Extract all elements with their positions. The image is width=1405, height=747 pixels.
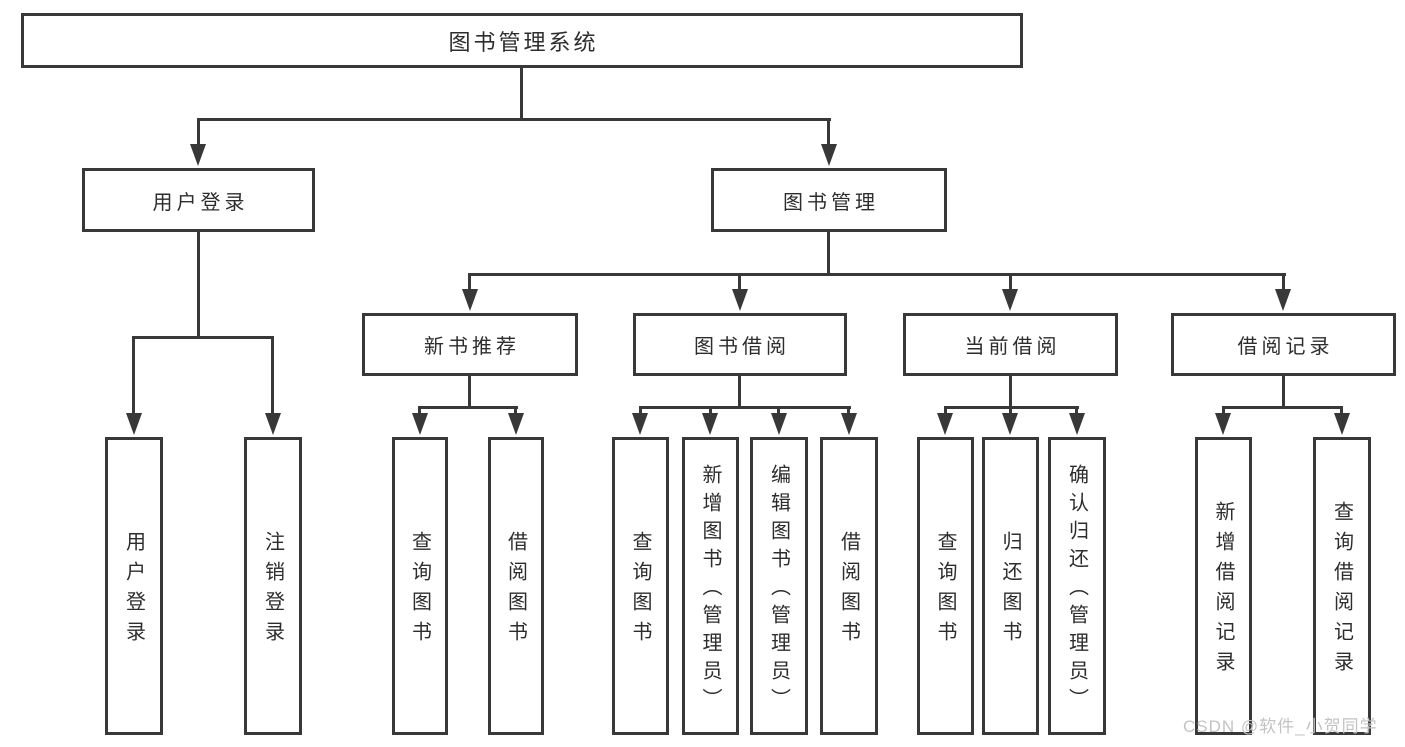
arrow-down-icon [1002,413,1018,435]
node-label: 图书管理 [783,191,879,214]
leaf-query-books-current: 查询图书 [917,437,974,735]
leaf-query-books-borrowing: 查询图书 [612,437,669,735]
arrow-down-icon [412,413,428,435]
connector-line [514,406,517,415]
connector-line [418,406,421,415]
node-label: 注销登录 [261,531,284,651]
connector-line [197,232,200,339]
arrow-down-icon [821,144,837,166]
arrow-down-icon [508,413,524,435]
node-book-borrowing: 图书借阅 [633,313,847,376]
connector-line [271,339,274,415]
leaf-query-borrow-record: 查询借阅记录 [1313,437,1371,735]
connector-line [132,339,135,415]
connector-line [520,68,523,121]
node-label: 当前借阅 [964,336,1061,358]
node-borrowing-records: 借阅记录 [1171,313,1396,376]
node-new-book-recommendation: 新书推荐 [362,313,578,376]
leaf-logout: 注销登录 [244,437,302,735]
leaf-query-books-recommend: 查询图书 [392,437,448,735]
connector-line [1075,406,1078,415]
connector-line [1009,376,1012,409]
arrow-down-icon [1275,289,1291,311]
connector-line [468,376,471,409]
connector-line [847,406,850,415]
node-user-login: 用户登录 [82,168,315,232]
connector-line [709,406,712,415]
leaf-edit-book-admin: 编辑图书（管理员） [750,437,808,735]
node-label: 新增借阅记录 [1212,501,1234,681]
arrow-down-icon [632,413,648,435]
connector-line [418,406,518,409]
node-library-management-system: 图书管理系统 [21,13,1023,68]
connector-line [738,376,741,409]
arrow-down-icon [937,413,953,435]
connector-line [468,273,1286,276]
arrow-down-icon [1334,413,1350,435]
connector-line [827,232,830,276]
connector-line [827,121,830,147]
arrow-down-icon [1069,413,1085,435]
arrow-down-icon [1002,289,1018,311]
leaf-return-books: 归还图书 [982,437,1039,735]
arrow-down-icon [841,413,857,435]
connector-line [468,276,471,291]
connector-line [1282,376,1285,409]
connector-line [1340,406,1343,415]
arrow-down-icon [126,413,142,435]
leaf-borrow-books-recommend: 借阅图书 [488,437,544,735]
node-current-borrowing: 当前借阅 [903,313,1118,376]
node-label: 查询图书 [408,531,431,651]
leaf-confirm-return-admin: 确认归还（管理员） [1048,437,1106,735]
node-label: 新书推荐 [424,336,520,358]
connector-line [738,276,741,291]
leaf-add-book-admin: 新增图书（管理员） [682,437,739,735]
connector-line [1009,406,1012,415]
node-label: 新增图书（管理员） [699,464,721,716]
arrow-down-icon [1215,413,1231,435]
connector-line [1009,276,1012,291]
connector-line [944,406,947,415]
connector-line [197,118,831,121]
arrow-down-icon [190,144,206,166]
connector-line [132,336,274,339]
arrow-down-icon [265,413,281,435]
node-label: 借阅记录 [1237,336,1334,358]
node-label: 查询图书 [629,531,651,651]
connector-line [639,406,851,409]
connector-line [197,121,200,147]
node-label: 查询借阅记录 [1330,501,1353,681]
leaf-add-borrow-record: 新增借阅记录 [1195,437,1252,735]
leaf-borrow-books-borrowing: 借阅图书 [820,437,878,735]
node-label: 用户登录 [122,531,145,651]
connector-line [1282,276,1285,291]
leaf-user-login: 用户登录 [105,437,163,735]
node-label: 查询图书 [934,531,956,651]
node-label: 用户登录 [152,191,249,214]
connector-line [639,406,642,415]
node-label: 图书管理系统 [448,29,599,55]
connector-line [777,406,780,415]
csdn-watermark: CSDN @软件_小贺同学 [1183,717,1378,736]
arrow-down-icon [702,413,718,435]
node-label: 图书借阅 [694,336,790,358]
node-book-management: 图书管理 [711,168,947,232]
node-label: 借阅图书 [504,531,527,651]
connector-line [1222,406,1225,415]
connector-line [1222,406,1343,409]
node-label: 归还图书 [999,531,1021,651]
node-label: 借阅图书 [837,531,860,651]
arrow-down-icon [462,289,478,311]
arrow-down-icon [771,413,787,435]
node-label: 确认归还（管理员） [1065,464,1088,716]
node-label: 编辑图书（管理员） [767,464,790,716]
arrow-down-icon [732,289,748,311]
